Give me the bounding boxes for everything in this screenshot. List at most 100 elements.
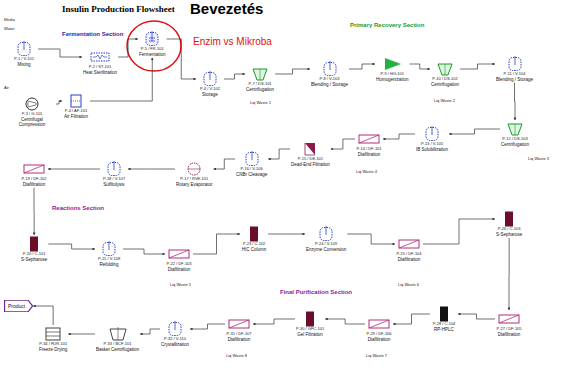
stream-label: Liq Waste 7 (366, 354, 387, 358)
unit-name: HIC Column (241, 247, 267, 252)
stream-line (410, 64, 430, 69)
unit-operation: P-28 / C-104RP-HPLC (430, 305, 458, 333)
stream-line (514, 83, 516, 120)
procedure-tag: P-21 / V-108 (96, 257, 122, 262)
unit-operation: P-10 / DS-102Centrifugation (430, 60, 460, 88)
unit-name: Storage (197, 92, 223, 97)
equipment-symbol (101, 161, 127, 177)
unit-operation: P-16 / V-106CNBr Cleavage (235, 150, 268, 178)
unit-name: Product (4, 300, 33, 312)
highlight-circle (127, 21, 181, 71)
stream-line (167, 39, 196, 79)
procedure-tag: P-8 / V-103 (311, 77, 348, 82)
stream-line (268, 234, 305, 235)
procedure-tag: P-6 / V-102 (197, 87, 223, 92)
unit-operation: P-20 / C-101S-Sepharose (20, 235, 48, 263)
stream-label: Liq Waste 5 (170, 283, 191, 287)
stream-label: Media (4, 18, 15, 22)
unit-name: IB Solubilization (416, 147, 448, 152)
equipment-symbol (139, 31, 165, 47)
unit-operation: P-4 / AF-101Air Filtration (62, 92, 90, 120)
unit-operation: P-1 / V-101Mixing (10, 40, 38, 68)
stream-label: Liq Waste 4 (356, 170, 377, 174)
procedure-tag: P-14 / DF-101 (356, 147, 382, 152)
stream-label: Liq Waste 8 (226, 354, 247, 358)
stream-line (48, 169, 100, 170)
equipment-symbol (21, 161, 47, 177)
flowsheet-title: Insulin Production Flowsheet (62, 5, 175, 15)
equipment-symbol (496, 211, 522, 227)
unit-operation: P-30 / GFC-101Gel Filtration (295, 310, 325, 338)
equipment-symbol (396, 236, 422, 252)
procedure-tag: P-19 / DF-102 (21, 177, 47, 182)
unit-name: Diafiltration (396, 257, 422, 262)
equipment-symbol (356, 131, 382, 147)
unit-name: Gel Filtration (296, 332, 324, 337)
procedure-tag: P-5 / FR-101 (139, 47, 166, 52)
unit-name: Diafiltration (356, 152, 382, 157)
procedure-tag: P-22 / DF-103 (166, 262, 192, 267)
unit-operation: P-27 / DF-105Diafiltration (495, 310, 523, 338)
unit-operation: P-29 / DF-106Diafiltration (365, 315, 393, 343)
stream-line (33, 306, 53, 325)
unit-operation: P-13 / V-105IB Solubilization (415, 125, 449, 153)
procedure-tag: P-18 / V-107 (101, 177, 127, 182)
equipment-symbol (419, 126, 445, 142)
equipment-symbol (317, 61, 343, 77)
procedure-tag: P-13 / V-105 (416, 142, 448, 147)
unit-operation: P-5 / FR-101Fermentation (138, 30, 167, 58)
procedure-tag: P-32 / V-110 (161, 337, 189, 342)
equipment-symbol (19, 96, 45, 112)
stream-line (349, 64, 375, 69)
section-label: Final Purification Section (280, 289, 352, 296)
unit-name: Crystallization (161, 342, 189, 347)
stream-label: Water (4, 27, 15, 31)
callout-note: Enzim vs Mikroba (193, 36, 272, 47)
stream-line (253, 319, 295, 324)
unit-operation: P-11 / V-104Blending / Storage (495, 55, 534, 83)
unit-operation: P-22 / DF-103Diafiltration (165, 245, 193, 273)
unit-operation: P-3 / G-101Centrifugal Compression (8, 95, 56, 128)
equipment-symbol (379, 56, 405, 72)
equipment-symbol (11, 41, 37, 57)
equipment-symbol (181, 161, 207, 177)
unit-name: Sulfitolysis (101, 182, 127, 187)
procedure-tag: P-33 / BCF-101 (96, 342, 139, 347)
equipment-symbol (502, 121, 528, 137)
equipment-symbol (63, 93, 89, 109)
heading-word: Bevezetés (190, 1, 263, 18)
procedure-tag: P-20 / C-101 (21, 252, 47, 257)
unit-operation: P-33 / BCF-101Basket Centrifugation (95, 325, 140, 353)
unit-name: Heat Sterilization (83, 70, 117, 75)
equipment-symbol (366, 316, 392, 332)
stream-line (423, 219, 495, 244)
equipment-symbol (197, 71, 223, 87)
stream-line (38, 49, 82, 57)
section-label: Reactions Section (52, 205, 104, 212)
unit-name: CNBr Cleavage (236, 172, 267, 177)
unit-operation: P-8 / V-103Blending / Storage (310, 60, 349, 88)
stream-line (214, 159, 235, 169)
unit-operation: P-26 / C-103S-Sepharose (495, 210, 523, 238)
unit-name: Diafiltration (226, 337, 252, 342)
equipment-symbol (431, 306, 457, 322)
stream-line (68, 334, 95, 335)
equipment-symbol (432, 61, 458, 77)
procedure-tag: P-17 / RVE-101 (176, 177, 213, 182)
stream-line (48, 244, 95, 249)
unit-name: Centrifugal Compression (9, 117, 55, 127)
procedure-tag: P-9 / HG-101 (376, 72, 409, 77)
stream-label: Liq Waste 6 (398, 283, 419, 287)
unit-name: S-Sepharose (21, 257, 47, 262)
procedure-tag: P-10 / DS-102 (431, 77, 459, 82)
unit-name: Centrifugation (501, 142, 529, 147)
unit-name: S-Sepharose (496, 232, 522, 237)
unit-name: Blending / Storage (496, 77, 533, 82)
equipment-symbol (105, 326, 131, 342)
unit-name: Dead-End Filtration (291, 162, 330, 167)
unit-name: Homogenization (376, 77, 409, 82)
equipment-symbol (162, 321, 188, 337)
unit-name: Centrifugation (431, 82, 459, 87)
